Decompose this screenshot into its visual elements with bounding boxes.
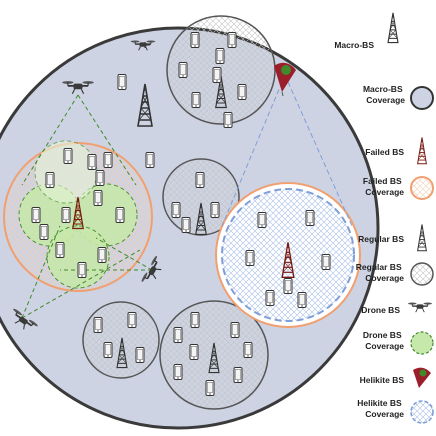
phone-icon [45,172,55,188]
legend-helikite-bs-label: Helikite BS [360,375,405,385]
legend-regular-bs-label: Regular BS [358,234,404,244]
legend-drone-coverage-label-1: Drone BS [363,330,402,340]
phone-icon [305,210,315,226]
phone-icon [181,217,191,233]
legend-failed-coverage-swatch [410,176,434,200]
phone-icon [230,322,240,338]
legend-failed-bs-icon [416,136,428,165]
legend-failed-coverage-label-1: Failed BS [363,176,402,186]
legend-macro-coverage-label-2: Coverage [366,95,405,105]
phone-icon [210,202,220,218]
failed-bs-coverage-right [215,182,361,328]
phone-icon [145,152,155,168]
phone-icon [103,152,113,168]
legend-drone-bs-icon [407,301,433,313]
phone-icon [245,250,255,266]
phone-icon [297,292,307,308]
phone-icon [127,312,137,328]
phone-icon [93,190,103,206]
phone-icon [227,32,237,48]
svg-text:Failed BS Coverage: Failed BS Coverage [363,176,404,197]
phone-icon [97,247,107,263]
svg-text:Macro-BS Coverage: Macro-BS Coverage [363,84,405,105]
legend: Macro-BS Macro-BS Coverage Failed BS Fai… [334,11,434,424]
svg-text:Regular BS Coverage: Regular BS Coverage [356,262,404,283]
regular-bs-cell-bottom-left [82,301,160,379]
legend-failed-bs-label: Failed BS [365,147,404,157]
legend-regular-coverage-label-2: Coverage [365,273,404,283]
phone-icon [55,242,65,258]
phone-icon [173,327,183,343]
phone-icon [257,212,267,228]
svg-text:Helikite BS Coverage: Helikite BS Coverage [357,398,404,419]
phone-icon [115,207,125,223]
phone-icon [265,290,275,306]
phone-icon [237,84,247,100]
phone-icon [135,347,145,363]
legend-macro-coverage-label-1: Macro-BS [363,84,403,94]
legend-regular-coverage-label-1: Regular BS [356,262,402,272]
phone-icon [190,312,200,328]
phone-icon [212,67,222,83]
phone-icon [103,342,113,358]
phone-icon [223,112,233,128]
phone-icon [61,207,71,223]
legend-macro-bs-label: Macro-BS [334,40,374,50]
legend-regular-coverage-swatch [410,262,434,286]
legend-helikite-coverage-label-2: Coverage [365,409,404,419]
legend-macro-bs-icon [386,11,400,44]
phone-icon [93,317,103,333]
legend-drone-bs-label: Drone BS [361,305,400,315]
drone-link-lines [21,94,153,319]
phone-icon [283,278,293,294]
helikite-icon [274,62,296,97]
legend-macro-coverage-swatch [410,86,434,110]
phone-icon [87,154,97,170]
legend-regular-bs-icon [416,223,428,252]
legend-helikite-bs-icon [413,367,431,388]
phone-icon [191,92,201,108]
helikite-link-lines [221,81,353,227]
phone-icon [31,207,41,223]
legend-failed-coverage-label-2: Coverage [365,187,404,197]
legend-drone-coverage-swatch [410,331,434,355]
phone-icon [178,62,188,78]
phone-icon [321,254,331,270]
phone-icon [233,367,243,383]
phone-icon [63,148,73,164]
phone-icon [189,344,199,360]
legend-helikite-coverage-label-1: Helikite BS [357,398,402,408]
svg-text:Drone BS Coverage: Drone BS Coverage [363,330,404,351]
phone-icon [243,342,253,358]
phone-icon [117,74,127,90]
phone-icon [171,202,181,218]
legend-helikite-coverage-swatch [410,400,434,424]
phone-icon [195,172,205,188]
phone-icon [215,48,225,64]
phone-icon [190,32,200,48]
phone-icon [173,364,183,380]
phone-icon [77,262,87,278]
phone-icon [95,170,105,186]
phone-icon [39,224,49,240]
phone-icon [205,380,215,396]
legend-drone-coverage-label-2: Coverage [365,341,404,351]
